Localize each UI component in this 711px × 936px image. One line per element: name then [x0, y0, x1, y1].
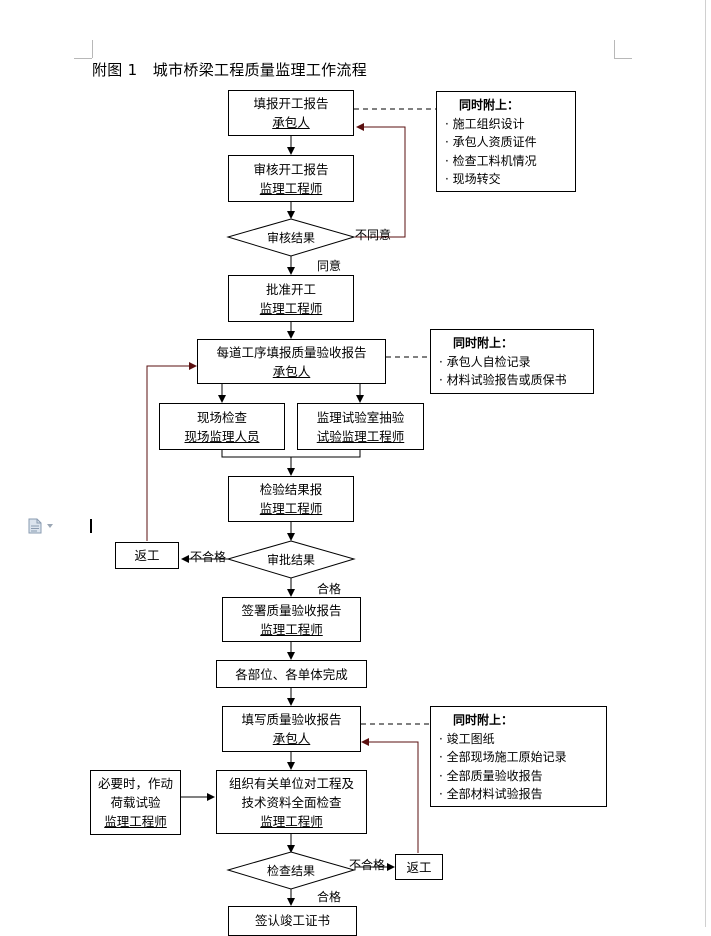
text-caret — [90, 519, 92, 533]
edge-label-agree: 同意 — [317, 259, 342, 273]
page-corner-mark-left — [92, 40, 93, 58]
box-process-quality-report: 每道工序填报质量验收报告 承包人 — [197, 339, 386, 384]
box-text: 技术资料全面检查 — [241, 794, 342, 810]
figure-caption: 附图 1 城市桥梁工程质量监理工作流程 — [92, 61, 368, 79]
edge-disagree-loop — [355, 123, 406, 238]
box-text: 组织有关单位对工程及 — [228, 775, 354, 791]
box-text: 监理试验室抽验 — [316, 409, 405, 425]
box-lab-sampling: 监理试验室抽验 试验监理工程师 — [297, 403, 424, 450]
box-role: 承包人 — [272, 731, 311, 746]
note-attachments-3: 同时附上： · 竣工图纸 · 全部现场施工原始记录 · 全部质量验收报告 · 全… — [430, 706, 607, 807]
review-result-label: 审核结果 — [266, 231, 315, 245]
note-title: 同时附上： — [453, 713, 514, 727]
box-fill-start-report: 填报开工报告 承包人 — [228, 90, 354, 136]
note-item: · 全部质量验收报告 — [439, 768, 543, 783]
box-role: 监理工程师 — [259, 501, 323, 516]
box-text: 签认竣工证书 — [254, 913, 330, 928]
box-sign-quality-report: 签署质量验收报告 监理工程师 — [222, 597, 361, 642]
box-role: 监理工程师 — [260, 813, 323, 829]
edge-label-fail-1: 不合格 — [190, 550, 227, 564]
box-text: 填报开工报告 — [253, 96, 329, 111]
edge-label-pass-1: 合格 — [317, 582, 342, 596]
note-item: · 承包人自检记录 — [439, 354, 531, 369]
box-review-start-report: 审核开工报告 监理工程师 — [228, 155, 354, 202]
box-role: 监理工程师 — [104, 814, 167, 829]
edge-rework1-loop — [146, 362, 197, 541]
diamond-check-result — [226, 851, 356, 890]
box-text: 返工 — [134, 548, 160, 563]
page-corner-mark-left-h — [74, 58, 92, 59]
box-text: 批准开工 — [265, 281, 316, 297]
box-text: 签署质量验收报告 — [241, 602, 342, 618]
box-load-test: 必要时，作动 荷载试验 监理工程师 — [90, 770, 181, 835]
check-result-label: 检查结果 — [266, 864, 315, 878]
note-item: · 材料试验报告或质保书 — [439, 373, 567, 387]
note-attachments-2: 同时附上： · 承包人自检记录 · 材料试验报告或质保书 — [430, 329, 594, 394]
box-text: 各部位、各单体完成 — [235, 666, 348, 682]
box-text: 每道工序填报质量验收报告 — [216, 344, 367, 360]
box-role: 试验监理工程师 — [316, 428, 405, 444]
box-sign-completion: 签认竣工证书 — [228, 906, 357, 936]
note-title: 同时附上： — [453, 336, 514, 350]
edge-merge-bracket — [221, 450, 361, 458]
box-approve-start: 批准开工 监理工程师 — [228, 275, 354, 322]
note-item: · 全部现场施工原始记录 — [439, 750, 567, 764]
box-site-inspection: 现场检查 现场监理人员 — [159, 403, 285, 450]
page-corner-mark-right-h — [614, 58, 632, 59]
note-title: 同时附上： — [459, 98, 520, 112]
note-item: · 竣工图纸 — [439, 731, 495, 746]
diamond-approval-result — [226, 540, 356, 579]
note-item: · 检查工料机情况 — [445, 153, 537, 168]
box-text: 必要时，作动 — [97, 776, 173, 791]
box-text: 现场检查 — [196, 409, 247, 425]
edge-rework2-loop — [361, 738, 419, 853]
box-role: 监理工程师 — [259, 300, 323, 316]
approval-result-label: 审批结果 — [266, 553, 315, 567]
note-item: · 承包人资质证件 — [445, 135, 537, 149]
box-fill-quality-report: 填写质量验收报告 承包人 — [222, 706, 361, 752]
page-corner-mark-right — [614, 40, 615, 58]
box-inspection-result-report: 检验结果报 监理工程师 — [228, 476, 354, 522]
note-attachments-1: 同时附上： · 施工组织设计 · 承包人资质证件 · 检查工料机情况 · 现场转… — [436, 91, 576, 192]
box-role: 监理工程师 — [260, 621, 323, 637]
box-role: 现场监理人员 — [184, 428, 260, 444]
document-options-icon[interactable] — [28, 518, 42, 534]
box-role: 承包人 — [272, 115, 310, 130]
edge-label-fail-2: 不合格 — [349, 858, 386, 872]
box-text: 填写质量验收报告 — [241, 712, 342, 727]
edge-label-disagree: 不同意 — [355, 228, 392, 242]
box-role: 监理工程师 — [259, 180, 323, 196]
box-organize-inspection: 组织有关单位对工程及 技术资料全面检查 监理工程师 — [216, 770, 367, 834]
box-role: 承包人 — [272, 363, 311, 379]
box-parts-complete: 各部位、各单体完成 — [216, 660, 367, 688]
page-right-edge — [705, 0, 706, 927]
note-item: · 全部材料试验报告 — [439, 787, 543, 801]
box-rework-2: 返工 — [395, 854, 443, 880]
box-text: 检验结果报 — [259, 482, 323, 497]
diamond-review-result — [226, 218, 356, 257]
note-item: · 施工组织设计 — [445, 116, 525, 131]
box-text: 审核开工报告 — [253, 161, 329, 177]
edge-label-pass-2: 合格 — [317, 890, 342, 904]
chevron-down-icon[interactable] — [47, 524, 53, 528]
note-item: · 现场转交 — [445, 172, 501, 186]
box-rework-1: 返工 — [115, 542, 179, 569]
box-text: 返工 — [406, 859, 432, 875]
box-text: 荷载试验 — [110, 795, 161, 810]
